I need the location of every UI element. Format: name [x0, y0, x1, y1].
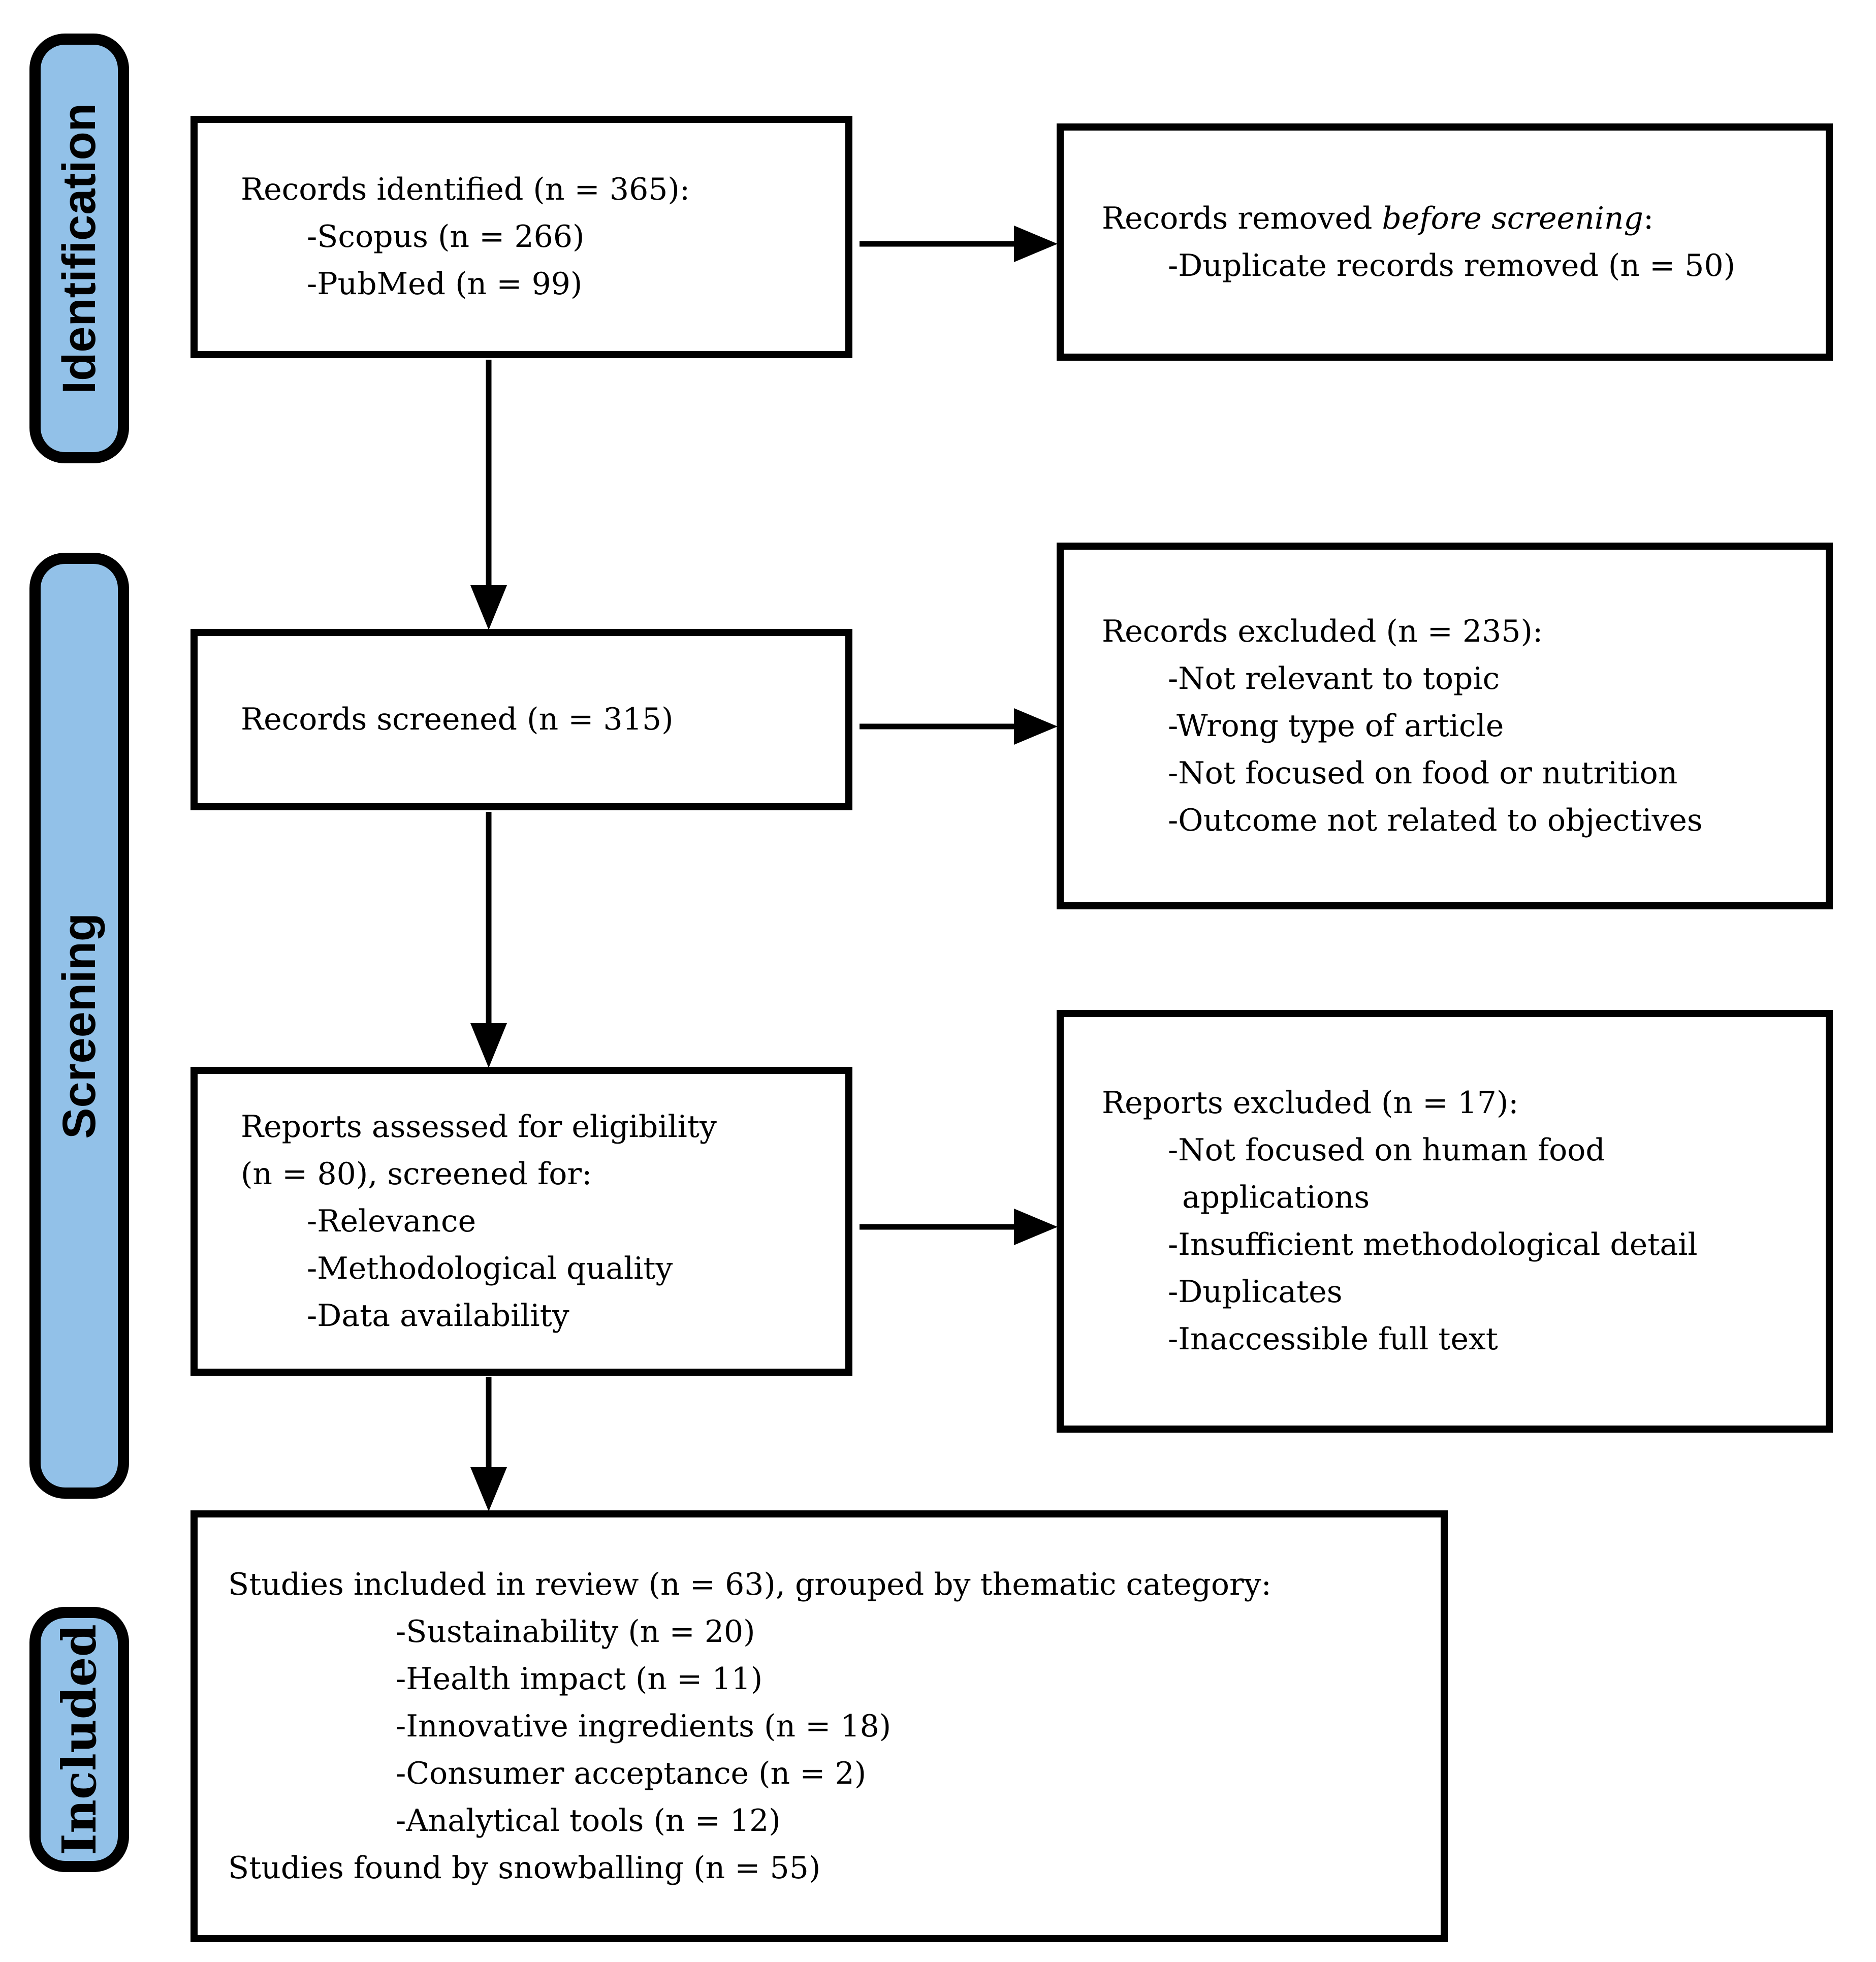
box-title: Records identified (n = 365): [241, 172, 690, 207]
box-item: -Sustainability (n = 20) [396, 1613, 755, 1650]
box-item: -Not focused on food or nutrition [1168, 755, 1678, 791]
arrow-screened-to-excluded [860, 708, 1058, 745]
arrow-identified-to-removed [860, 226, 1058, 262]
arrow-identified-to-screened [470, 360, 507, 630]
box-records-identified: Records identified (n = 365): -Scopus (n… [190, 116, 852, 358]
box-item: -Outcome not related to objectives [1168, 802, 1703, 838]
box-item: -Methodological quality [307, 1250, 673, 1286]
box-item: -Duplicates [1168, 1274, 1343, 1310]
box-title-part-italic: before screening [1382, 200, 1643, 236]
box-reports-excluded: Reports excluded (n = 17): -Not focused … [1057, 1010, 1833, 1433]
box-title-line: Reports assessed for eligibility [241, 1109, 717, 1145]
box-records-excluded: Records excluded (n = 235): -Not relevan… [1057, 543, 1833, 909]
box-item: -Analytical tools (n = 12) [396, 1802, 781, 1839]
arrow-assessed-to-reports-excluded [860, 1209, 1058, 1245]
box-item: -Duplicate records removed (n = 50) [1168, 247, 1736, 283]
box-title-line: (n = 80), screened for: [241, 1156, 592, 1192]
box-item: -Insufficient methodological detail [1168, 1227, 1698, 1262]
box-item: -Scopus (n = 266) [307, 219, 585, 255]
box-footer: Studies found by snowballing (n = 55) [228, 1850, 821, 1886]
box-title-part: Records removed [1102, 200, 1382, 236]
stage-label-identification: Identification [29, 34, 129, 463]
box-item-continuation: applications [1182, 1180, 1370, 1215]
box-title: Studies included in review (n = 63), gro… [228, 1566, 1271, 1602]
box-included-studies: Studies included in review (n = 63), gro… [190, 1510, 1448, 1942]
box-title: Reports excluded (n = 17): [1102, 1085, 1519, 1121]
box-item: -Innovative ingredients (n = 18) [396, 1708, 892, 1744]
box-item: -Wrong type of article [1168, 708, 1504, 744]
arrow-screened-to-assessed [470, 812, 507, 1068]
box-item: -Health impact (n = 11) [396, 1661, 763, 1697]
box-item: -Consumer acceptance (n = 2) [396, 1755, 867, 1791]
stage-label-included-text: Included [52, 1624, 107, 1855]
box-reports-assessed: Reports assessed for eligibility (n = 80… [190, 1067, 852, 1376]
box-title: Records excluded (n = 235): [1102, 613, 1543, 649]
stage-label-identification-text: Identification [53, 103, 105, 394]
box-title: Records screened (n = 315) [241, 702, 674, 737]
box-item: -Data availability [307, 1298, 569, 1334]
stage-label-screening: Screening [29, 553, 129, 1499]
box-records-removed: Records removed before screening: -Dupli… [1057, 123, 1833, 361]
box-records-screened: Records screened (n = 315) [190, 629, 852, 810]
box-item: -Inaccessible full text [1168, 1321, 1498, 1357]
stage-label-included: Included [29, 1607, 129, 1872]
box-item: -Not relevant to topic [1168, 660, 1500, 697]
box-item: -Not focused on human food [1168, 1132, 1605, 1168]
box-title: Records removed before screening: [1102, 195, 1810, 242]
arrow-assessed-to-included [470, 1377, 507, 1511]
box-item: -PubMed (n = 99) [307, 266, 583, 302]
box-title-part: : [1643, 200, 1654, 236]
stage-label-screening-text: Screening [53, 912, 105, 1139]
box-item: -Relevance [307, 1203, 476, 1239]
